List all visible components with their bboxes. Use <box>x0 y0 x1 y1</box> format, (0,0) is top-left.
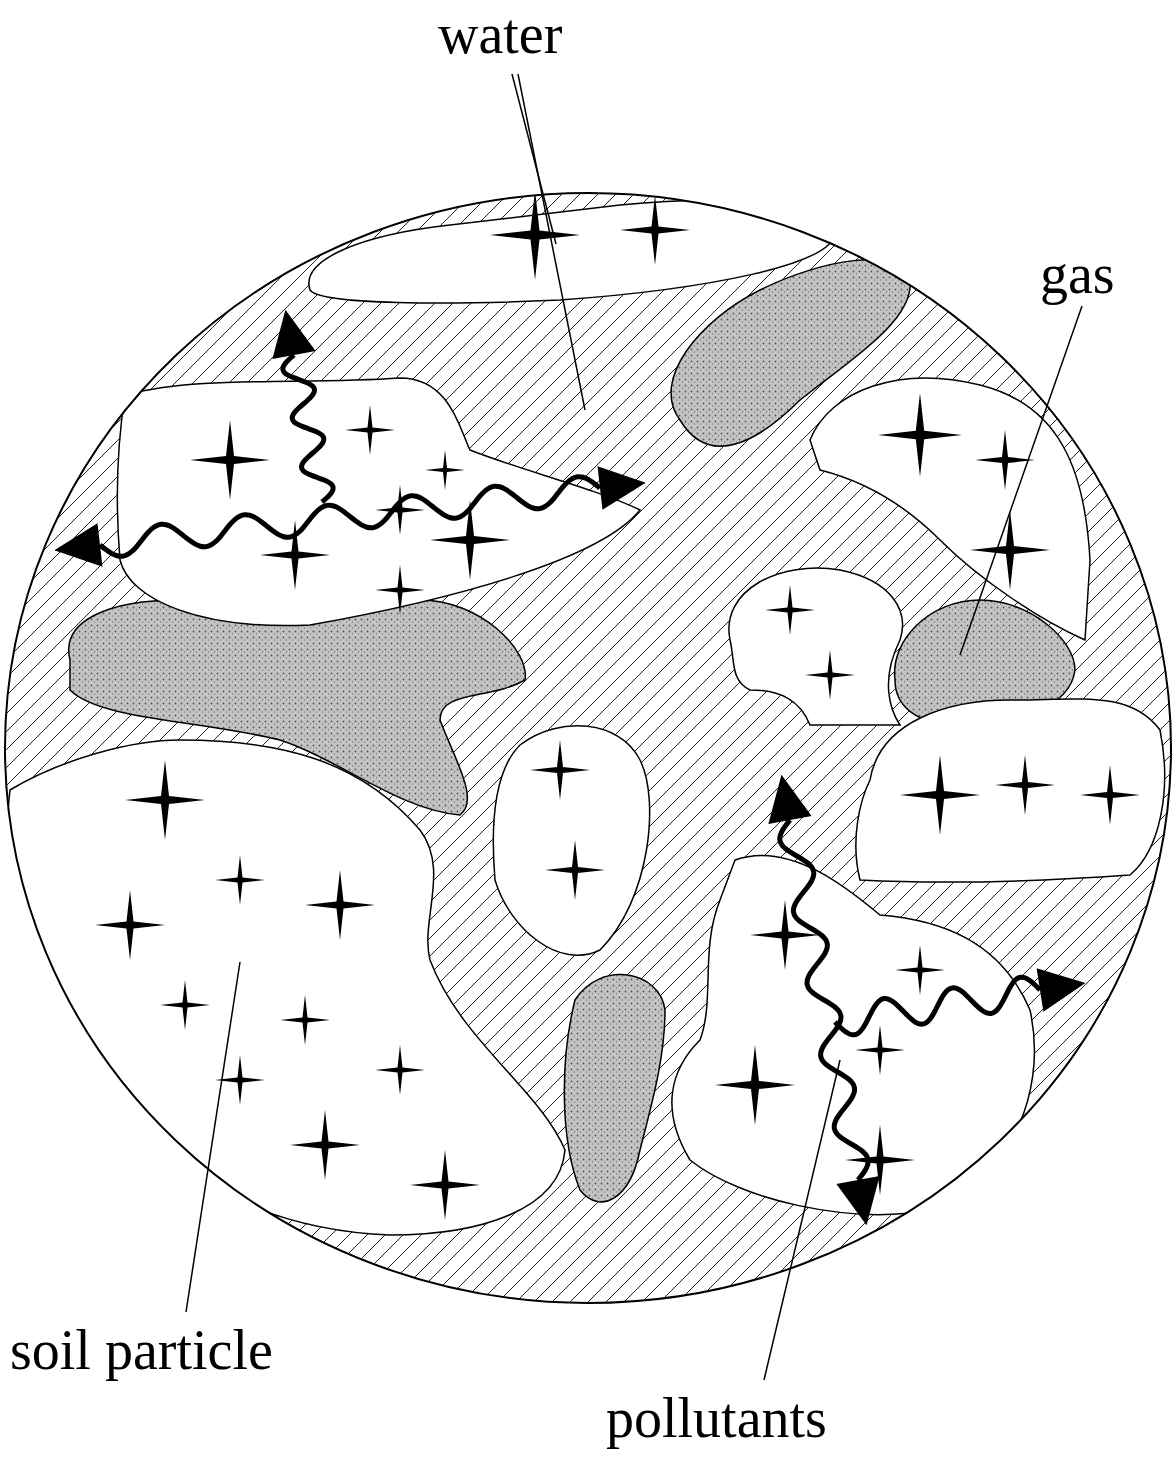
leader-line <box>186 962 240 1312</box>
mineral-sparkle <box>345 405 395 455</box>
soil-particle <box>7 740 565 1235</box>
mineral-sparkle <box>375 1045 425 1095</box>
mineral-sparkle <box>1080 765 1140 825</box>
part-label: water <box>438 6 562 62</box>
mineral-sparkle <box>290 1110 360 1180</box>
mineral-sparkle <box>970 510 1050 590</box>
mineral-sparkle <box>995 755 1055 815</box>
mineral-sparkle <box>878 393 962 477</box>
mineral-sparkle <box>375 565 425 615</box>
mineral-sparkle <box>160 980 210 1030</box>
part-label: gas <box>1040 246 1115 302</box>
mineral-sparkle <box>215 855 265 905</box>
soil-particle <box>856 699 1165 882</box>
arrow-head <box>836 1176 879 1225</box>
mineral-sparkle <box>530 740 590 800</box>
soil-particle <box>118 378 640 626</box>
leader-line <box>518 74 585 410</box>
gas-pocket <box>564 975 665 1202</box>
mineral-sparkle <box>425 450 465 490</box>
mineral-sparkle <box>280 995 330 1045</box>
mineral-sparkle <box>900 755 980 835</box>
arrow-head <box>1037 968 1086 1011</box>
mineral-sparkle <box>750 900 820 970</box>
arrow-head <box>598 466 646 510</box>
leader-line <box>512 74 556 244</box>
mineral-sparkle <box>375 485 425 535</box>
mineral-sparkle <box>765 585 815 635</box>
mineral-sparkle <box>190 420 270 500</box>
soil-particle <box>493 726 649 956</box>
leader-line <box>764 1060 840 1380</box>
mineral-sparkle <box>805 650 855 700</box>
arrow-head <box>54 523 102 567</box>
sample-outline <box>5 193 1171 1303</box>
arrow-head <box>768 775 811 824</box>
mineral-sparkle <box>410 1150 480 1220</box>
mineral-sparkle <box>95 890 165 960</box>
part-label: pollutants <box>606 1390 827 1446</box>
pollutant-path <box>283 355 333 502</box>
arrow-head <box>272 310 315 359</box>
part-label: soil particle <box>10 1322 273 1378</box>
soil-particle <box>729 568 903 725</box>
pollutant-path <box>100 477 600 557</box>
mineral-sparkle <box>305 870 375 940</box>
pollutant-path <box>835 977 1040 1035</box>
mineral-sparkle <box>715 1045 795 1125</box>
mineral-sparkle <box>125 760 205 840</box>
mineral-sparkle <box>620 195 690 265</box>
mineral-sparkle <box>545 840 605 900</box>
mineral-sparkle <box>975 430 1035 490</box>
mineral-sparkle <box>490 190 580 280</box>
mineral-sparkle <box>895 945 945 995</box>
leader-line <box>960 306 1082 655</box>
